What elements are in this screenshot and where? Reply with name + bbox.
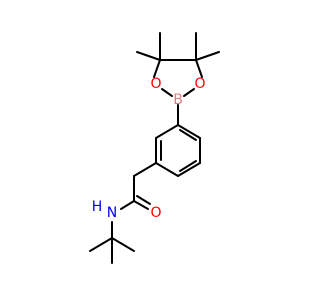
ch2-bond xyxy=(133,162,157,177)
ring-bond xyxy=(177,162,201,177)
oxygen-right-label: O xyxy=(194,76,205,92)
boron-label: B xyxy=(173,92,183,108)
ring-bond xyxy=(155,162,179,177)
amide-nitrogen-label: N xyxy=(107,205,117,221)
atom-labels: B O O O N H xyxy=(92,76,206,221)
c-n-bond xyxy=(120,200,135,210)
o-c-bond xyxy=(153,59,161,78)
ring-bond xyxy=(177,124,201,139)
molecule-structure: B O O O N H xyxy=(89,32,220,264)
ring-bond xyxy=(155,124,179,139)
carbonyl-double-bond xyxy=(136,195,151,205)
tbutyl-bond xyxy=(111,237,135,252)
tbutyl-bond xyxy=(89,237,113,252)
amide-hydrogen-label: H xyxy=(92,199,103,215)
amide-oxygen-label: O xyxy=(150,205,161,221)
bonds xyxy=(89,32,220,264)
methyl-bond xyxy=(136,51,161,61)
b-o-bond xyxy=(183,88,195,97)
methyl-bond xyxy=(195,51,220,61)
ring-inner-bond xyxy=(179,129,197,141)
carbonyl-double-bond xyxy=(133,200,149,210)
b-o-bond xyxy=(161,88,173,97)
o-c-bond xyxy=(195,59,203,78)
oxygen-left-label: O xyxy=(150,76,161,92)
ring-inner-bond xyxy=(179,160,197,172)
